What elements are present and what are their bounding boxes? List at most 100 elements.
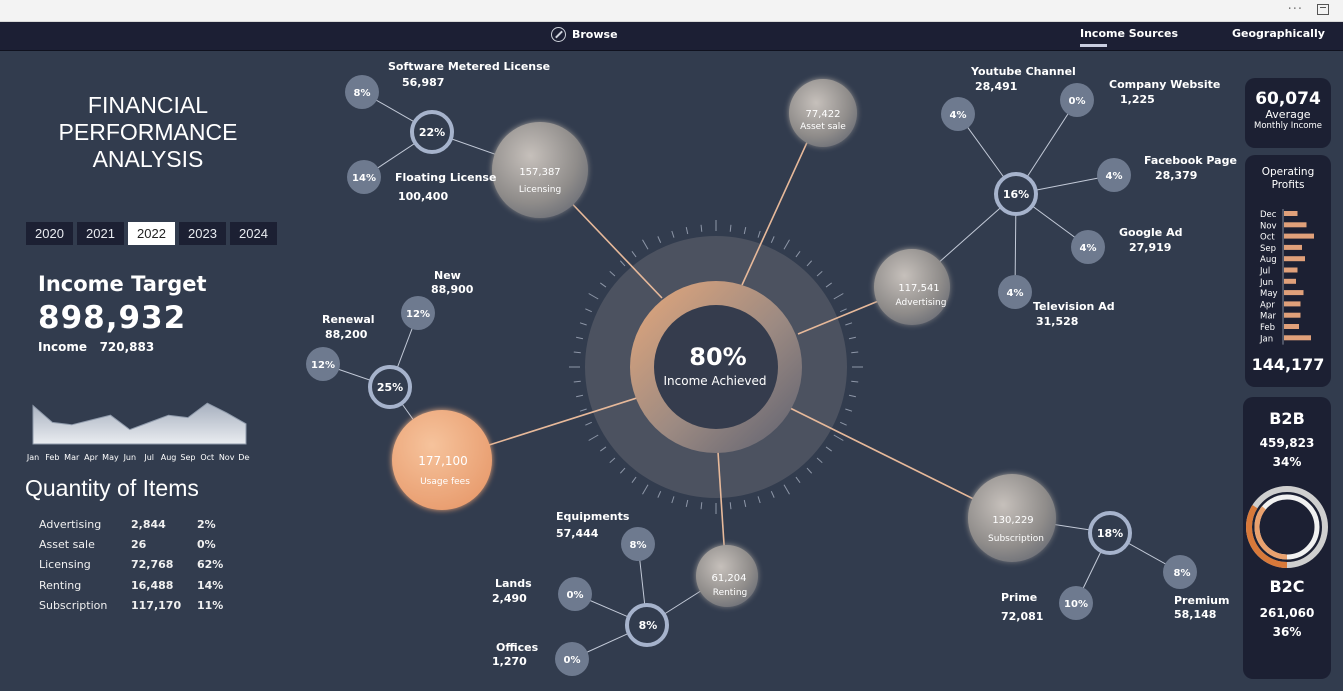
- connector-line: [1011, 517, 1111, 534]
- month-tick-label: Apr: [84, 453, 99, 462]
- dial-tick: [848, 394, 856, 398]
- tab-geographically[interactable]: Geographically: [1232, 27, 1325, 40]
- dial-tick: [700, 502, 703, 510]
- connector-line: [571, 624, 648, 660]
- avg-income-value: 60,074: [1255, 89, 1321, 109]
- income-trend-chart: JanFebMarAprMayJunJulAugSepOctNovDec: [26, 402, 250, 462]
- dial-tick: [795, 476, 801, 483]
- dial-tick: [600, 282, 607, 288]
- year-2024-button[interactable]: 2024: [230, 222, 277, 245]
- connector-line: [431, 131, 541, 171]
- focus-mode-icon[interactable]: [1317, 4, 1329, 15]
- advertising-label: Advertising: [896, 298, 947, 308]
- op-bar: [1284, 222, 1307, 228]
- satellite-equipments: [621, 527, 655, 561]
- month-tick-label: Aug: [161, 453, 177, 462]
- dial-tick: [795, 251, 801, 258]
- google-pct: 4%: [1080, 243, 1097, 254]
- b2c-pct: 36%: [1272, 625, 1302, 639]
- renewal-name: Renewal: [322, 313, 375, 326]
- qty-pct: 11%: [197, 598, 224, 612]
- advertising-bubble: [874, 249, 950, 325]
- advertising-hub-pct: 16%: [1003, 188, 1029, 201]
- dial-tick: [576, 394, 584, 398]
- satellite-prime: [1059, 586, 1093, 620]
- satellite-lands: [558, 577, 592, 611]
- company-value: 1,225: [1120, 93, 1155, 106]
- b2c-value: 261,060: [1259, 606, 1315, 620]
- renting-bubble: [696, 545, 758, 607]
- dial-tick: [770, 491, 775, 498]
- connector-line: [1075, 532, 1111, 604]
- asset-sale-bubble: [789, 79, 857, 147]
- navigation-bar: Browse Income Sources Geographically: [0, 22, 1343, 51]
- usage-value: 177,100: [418, 454, 468, 468]
- income-target-label: Income Target: [38, 272, 207, 296]
- qty-count: 117,170: [131, 598, 182, 612]
- renewal-pct: 12%: [311, 360, 335, 371]
- dial-tick: [729, 224, 732, 232]
- year-2023-button[interactable]: 2023: [179, 222, 226, 245]
- dial-tick: [576, 336, 584, 340]
- op-title-1: Operating: [1261, 166, 1315, 178]
- qty-name: Licensing: [39, 558, 91, 572]
- b2b-pct: 34%: [1272, 455, 1302, 469]
- renting-hub-pct: 8%: [639, 619, 658, 632]
- advertising-value: 117,541: [898, 283, 939, 294]
- lands-value: 2,490: [492, 592, 527, 605]
- month-tick-label: Jun: [123, 453, 136, 462]
- year-2022-button[interactable]: 2022: [128, 222, 175, 245]
- customer-split-donut: [1246, 486, 1328, 568]
- dial-tick: [588, 293, 599, 300]
- subscription-bubble: [968, 474, 1056, 562]
- satellite-company: [1060, 83, 1094, 117]
- op-bar: [1284, 244, 1302, 250]
- qty-pct: 62%: [197, 558, 224, 572]
- youtube-name: Youtube Channel: [971, 65, 1076, 78]
- lands-name: Lands: [495, 577, 532, 590]
- b2c-label: B2C: [1269, 577, 1305, 596]
- dial-tick: [743, 499, 747, 507]
- company-pct: 0%: [1069, 96, 1086, 107]
- year-2020-button[interactable]: 2020: [26, 222, 73, 245]
- new-name: New: [434, 269, 461, 282]
- compass-icon: [551, 27, 566, 42]
- usage-hub-pct: 25%: [377, 381, 403, 394]
- connector-line: [574, 593, 648, 626]
- connector-line: [646, 574, 727, 626]
- sml-pct: 8%: [354, 88, 371, 99]
- dial-tick: [806, 467, 813, 474]
- qty-count: 26: [131, 537, 147, 551]
- year-2021-button[interactable]: 2021: [77, 222, 124, 245]
- sml-name: Software Metered License: [388, 60, 551, 73]
- renting-label: Renting: [713, 588, 748, 598]
- floating-name: Floating License: [395, 171, 497, 184]
- op-title: Operating Profits: [1245, 166, 1331, 192]
- avg-income-label-1: Average: [1265, 108, 1311, 121]
- browse-button[interactable]: Browse: [551, 27, 618, 42]
- prime-value: 72,081: [1001, 610, 1044, 623]
- more-options-icon[interactable]: ···: [1287, 2, 1303, 17]
- tv-pct: 4%: [1007, 288, 1024, 299]
- dial-tick: [845, 322, 853, 326]
- dial-tick: [825, 282, 832, 288]
- op-bar: [1284, 335, 1311, 341]
- dial-tick: [729, 502, 732, 510]
- licensing-value: 157,387: [519, 167, 560, 178]
- quantity-title: Quantity of Items: [25, 475, 199, 501]
- satellite-floating: [347, 160, 381, 194]
- op-month-label: Aug: [1260, 255, 1277, 265]
- dial-tick: [833, 434, 844, 441]
- b2b-label: B2B: [1269, 409, 1305, 428]
- income-achieved-ring: [630, 281, 802, 453]
- floating-value: 100,400: [398, 190, 449, 203]
- tab-income-sources[interactable]: Income Sources: [1080, 27, 1179, 47]
- asset-sale-value: 77,422: [806, 109, 841, 120]
- dial-tick: [671, 230, 675, 238]
- dial-tick: [642, 484, 649, 495]
- income-label: Income: [38, 340, 88, 354]
- income-trend-area: [32, 402, 247, 445]
- average-monthly-income-card: 60,074 Average Monthly Income: [1245, 78, 1331, 148]
